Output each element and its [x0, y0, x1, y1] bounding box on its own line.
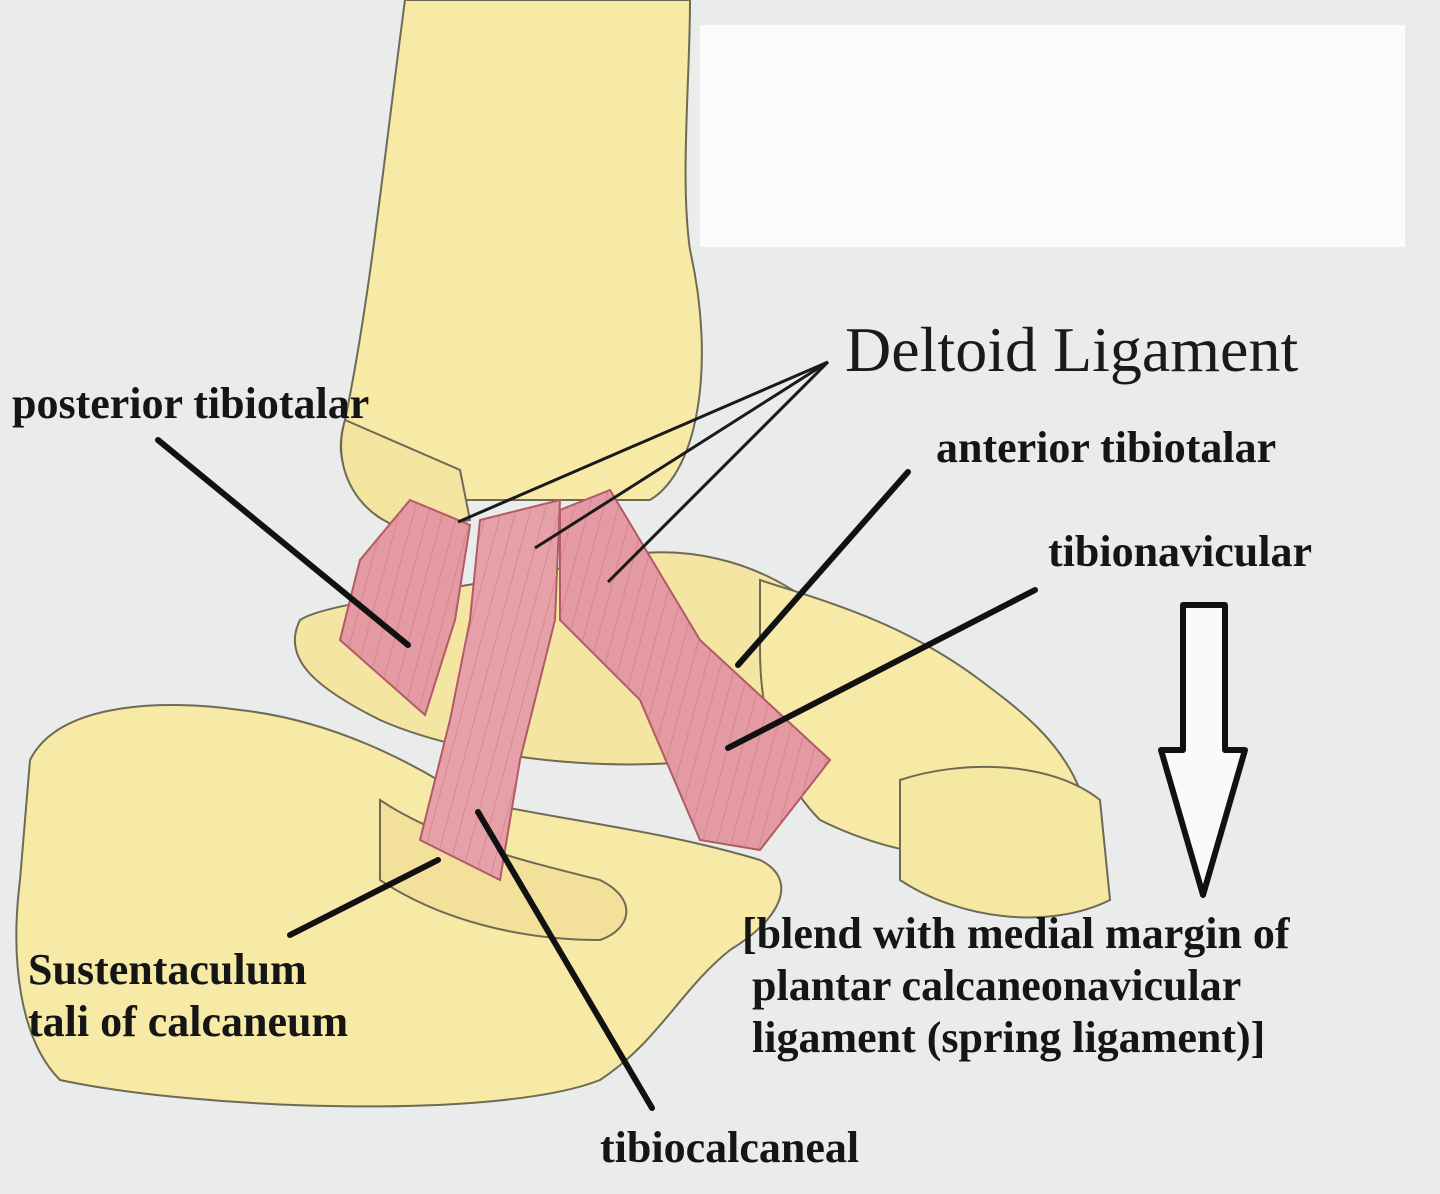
tibia-bone — [339, 0, 703, 501]
label-sustentaculum-line1: Sustentaculum — [28, 945, 307, 994]
diagram-title: Deltoid Ligament — [845, 314, 1299, 385]
cuneiform-bone — [899, 765, 1112, 919]
label-blend-line1: [blend with medial margin of — [742, 909, 1290, 958]
blank-panel — [700, 25, 1405, 247]
label-blend-line3: ligament (spring ligament)] — [752, 1012, 1266, 1062]
label-tibiocalcaneal: tibiocalcaneal — [600, 1123, 860, 1172]
title-pointer-lines — [457, 360, 830, 584]
label-spring-ligament-note: [blend with medial margin of plantar cal… — [742, 908, 1290, 1064]
label-anterior-tibiotalar: anterior tibiotalar — [936, 423, 1277, 472]
label-tibionavicular: tibionavicular — [1048, 527, 1313, 576]
label-sustentaculum-line2: tali of calcaneum — [28, 996, 349, 1046]
label-posterior-tibiotalar: posterior tibiotalar — [12, 379, 370, 428]
down-arrow — [1158, 602, 1248, 898]
label-sustentaculum-tali: Sustentaculum tali of calcaneum — [28, 944, 348, 1048]
label-leader-lines — [155, 437, 1038, 1111]
label-blend-line2: plantar calcaneonavicular — [752, 960, 1242, 1010]
